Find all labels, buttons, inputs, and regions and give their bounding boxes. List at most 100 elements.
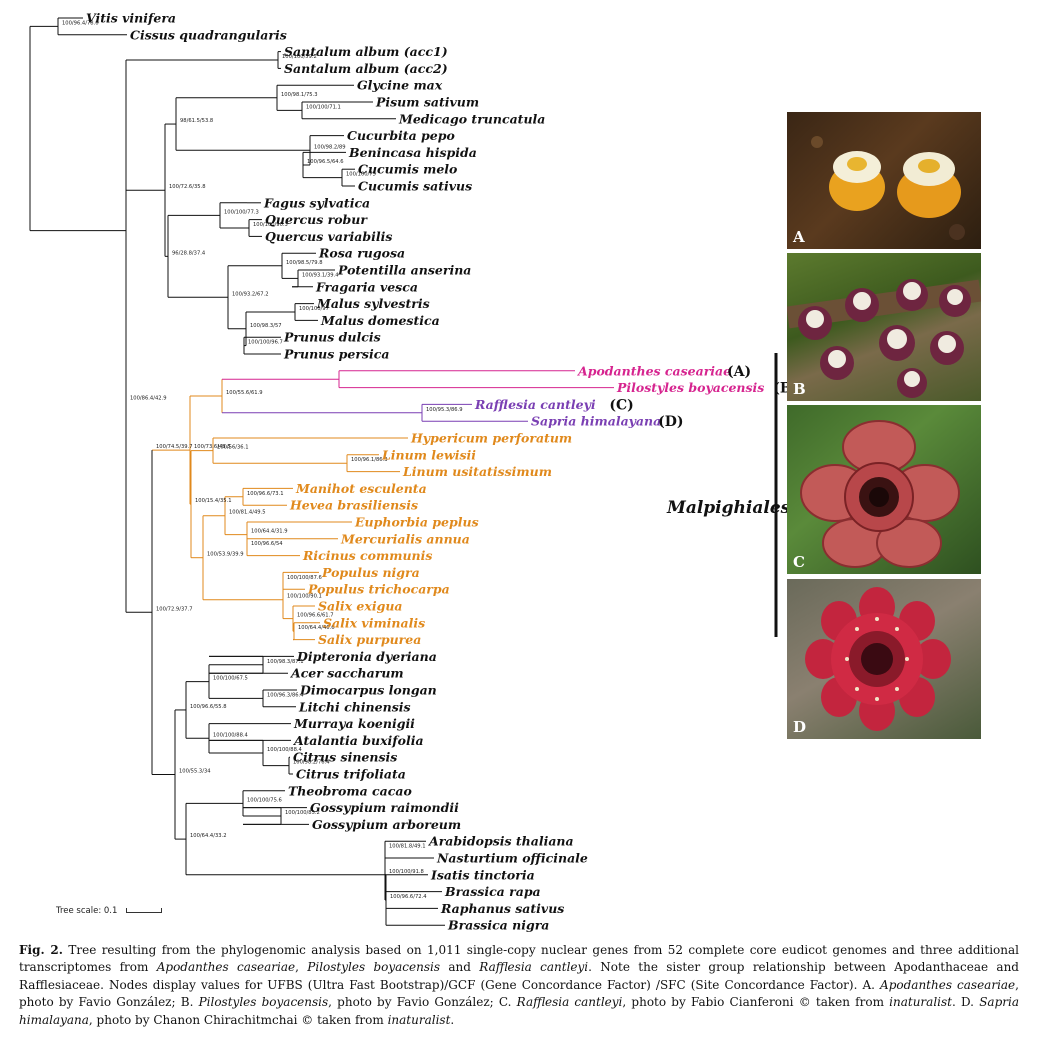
support-value: 96/28.8/37.4 — [172, 250, 206, 256]
support-value: 100/81.4/49.5 — [229, 510, 266, 516]
leaf-label: Salix purpurea — [318, 632, 421, 647]
support-value: 100/96.1/86.3 — [351, 457, 388, 463]
caption-text: . — [450, 1012, 455, 1027]
caption-species: Sapria himalayana — [19, 995, 1019, 1027]
tree-scale-label: Tree scale: 0.1 — [56, 906, 118, 916]
caption-text: , photo by Favio González; C. — [328, 995, 517, 1010]
photo-pilostyles: B — [787, 253, 981, 401]
leaf-label: Populus nigra — [321, 565, 420, 580]
leaf-label: Raphanus sativus — [440, 901, 564, 916]
photo-apodanthes: A — [787, 112, 981, 249]
support-value: 100/93.2/67.2 — [232, 291, 269, 297]
support-value: 100/56/36.1 — [217, 445, 249, 451]
support-value: 100/98.3/87.1 — [267, 659, 304, 665]
leaf-label: Fragaria vesca — [315, 279, 418, 294]
support-value: 100/96.5/64.6 — [307, 159, 344, 165]
photo-rafflesia: C — [787, 405, 981, 574]
support-value: 100/100/90.3 — [253, 222, 288, 228]
support-value: 100/55.3/34 — [179, 769, 211, 775]
support-value: 100/96.6/61.7 — [297, 613, 334, 619]
support-value: 100/100/88.4 — [267, 747, 303, 753]
leaf-label: Hypericum perforatum — [410, 431, 572, 446]
leaf-label: Malus sylvestris — [316, 296, 430, 311]
leaf-label: Potentilla anserina — [337, 263, 471, 278]
leaf-label: Medicago truncatula — [398, 111, 545, 126]
support-value: 100/64.4/31.9 — [251, 529, 288, 535]
leaf-label: Brassica nigra — [447, 918, 549, 933]
support-value: 100/81.8/49.1 — [389, 844, 426, 850]
leaf-label: Glycine max — [357, 78, 443, 93]
leaf-label: Gossypium arboreum — [312, 817, 461, 832]
leaf-label: Ricinus communis — [302, 548, 432, 563]
leaf-label: Apodanthes caseariae — [577, 363, 731, 378]
leaf-label: Theobroma cacao — [288, 783, 412, 798]
leaf-label: Atalantia buxifolia — [293, 733, 424, 748]
support-value: 100/55.6/61.9 — [226, 390, 263, 396]
caption-text: , photo by Fabio Cianferoni © taken from — [622, 995, 890, 1010]
caption-text: , — [295, 960, 308, 975]
caption-species: Rafflesia cantleyi — [516, 995, 623, 1010]
caption-text: . Note the sister group relationship bet… — [19, 960, 1019, 992]
support-value: 100/100/96.7 — [248, 340, 283, 346]
photo-sapria-art — [805, 587, 951, 731]
phylogenetic-tree: 100/100/59.2 100/100/71.1 100/98.1/75.3 100… — [29, 11, 798, 933]
tree-scale-bar — [126, 908, 163, 913]
caption-species: Rafflesia cantleyi — [479, 960, 589, 975]
support-value: 100/96.6/73.1 — [247, 491, 284, 497]
malpighiales-label: Malpighiales — [667, 498, 791, 518]
leaf-label: Brassica rapa — [444, 884, 541, 899]
leaf-label: Cucumis melo — [358, 162, 457, 177]
leaf-label: Santalum album (acc1) — [284, 44, 448, 59]
caption-species: Apodanthes caseariae — [156, 960, 296, 975]
support-value: 100/98.1/75.3 — [281, 92, 318, 98]
leaf-label: Gossypium raimondii — [310, 800, 459, 815]
leaf-label: Rosa rugosa — [318, 246, 405, 261]
leaf-label: Cucurbita pepo — [347, 128, 455, 143]
leaf-label: Santalum album (acc2) — [284, 61, 448, 76]
leaf-label: Dipteronia dyeriana — [296, 649, 437, 664]
figure-caption: Fig. 2. Tree resulting from the phylogen… — [19, 942, 1019, 1029]
leaf-label: Quercus variabilis — [265, 229, 392, 244]
leaf-photo-tag: (A) — [727, 364, 751, 380]
support-value: 100/100/87.6 — [287, 575, 322, 581]
support-value: 100/100/77.3 — [224, 209, 259, 215]
leaf-label: Malus domestica — [320, 313, 440, 328]
tree-scale: Tree scale: 0.1 — [56, 906, 163, 916]
leaf-label: Hevea brasiliensis — [289, 498, 418, 513]
leaf-photo-tag: (C) — [609, 397, 633, 413]
leaf-label: Sapria himalayana — [531, 414, 661, 429]
support-value: 100/100/71.1 — [306, 104, 341, 110]
support-value: 100/100/59.2 — [282, 54, 317, 60]
leaf-label: Benincasa hispida — [348, 145, 477, 160]
leaf-label: Dimocarpus longan — [299, 683, 437, 698]
support-value: 100/100/91.8 — [389, 869, 424, 875]
photo-apodanthes-art — [811, 136, 965, 240]
photo-label-d: D — [793, 718, 807, 736]
leaf-label: Prunus persica — [283, 347, 389, 362]
leaf-label: Cissus quadrangularis — [130, 27, 287, 42]
photo-sapria: D — [787, 579, 981, 739]
leaf-photo-tag: (D) — [658, 414, 683, 430]
support-value: 100/53.9/39.9 — [207, 552, 244, 558]
leaf-label: Nasturtium officinale — [436, 851, 588, 866]
leaf-label: Litchi chinensis — [298, 699, 411, 714]
support-value: 100/96.3/86.4 — [267, 692, 304, 698]
support-value: 100/64.4/46.6 — [298, 625, 335, 631]
photo-rafflesia-art — [800, 420, 960, 568]
support-value: 100/100/97 — [299, 306, 329, 312]
leaf-label: Salix exigua — [318, 599, 403, 614]
support-value: 100/15.4/35.1 — [195, 498, 232, 504]
support-value: 100/95.3/86.9 — [426, 407, 463, 413]
photo-label-a: A — [793, 228, 805, 246]
leaf-label: Cucumis sativus — [358, 179, 472, 194]
leaf-label: Quercus robur — [265, 212, 368, 227]
caption-species: Pilostyles boyacensis — [198, 995, 329, 1010]
leaf-label: Manihot esculenta — [295, 481, 427, 496]
leaf-label: Isatis tinctoria — [430, 867, 535, 882]
support-value: 100/98.2/76.4 — [293, 760, 330, 766]
leaf-label: Pilostyles boyacensis — [616, 380, 764, 395]
support-value: 100/98.5/79.8 — [286, 260, 323, 266]
caption-text: , photo by Favio González; B. — [19, 977, 1019, 1010]
support-value: 100/96.6/54 — [251, 541, 283, 547]
support-value: 98/61.5/53.8 — [180, 118, 213, 124]
